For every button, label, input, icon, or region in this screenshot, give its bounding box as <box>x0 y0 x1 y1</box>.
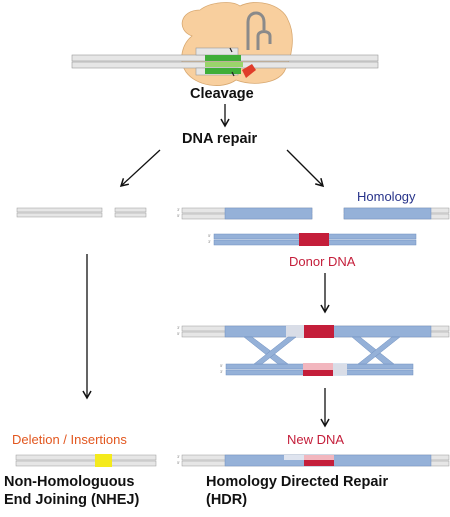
strand-label: 3' <box>177 325 180 330</box>
homology-label: Homology <box>357 189 416 204</box>
deletion-insertions-label: Deletion / Insertions <box>12 432 127 447</box>
nhej-title-line2: End Joining (NHEJ) <box>4 492 140 508</box>
strand-label: 3' <box>177 207 180 212</box>
hdr-crossover <box>181 325 450 376</box>
hdr-title-line1: Homology Directed Repair <box>206 474 389 490</box>
guide-rna-icon <box>246 11 272 50</box>
donor-dna <box>213 233 417 246</box>
hdr-broken-dna <box>181 207 450 220</box>
arrow-to-hdr <box>286 149 325 188</box>
strand-label: 5' <box>177 331 180 336</box>
strand-label: 5' <box>177 460 180 465</box>
strand-label: 5' <box>177 213 180 218</box>
hdr-title-line2: (HDR) <box>206 492 248 508</box>
strand-label: 5' <box>208 233 211 238</box>
hdr-result-dna <box>181 454 450 467</box>
nhej-title-line1: Non-Homologuous <box>4 474 135 490</box>
new-dna-label: New DNA <box>287 432 345 447</box>
donor-dna-label: Donor DNA <box>289 254 356 269</box>
strand-label: 5' <box>220 363 223 368</box>
target-dna <box>71 47 379 78</box>
cleavage-label: Cleavage <box>190 86 254 102</box>
insertion-mark <box>95 454 112 467</box>
arrow-to-nhej <box>119 149 161 188</box>
strand-label: 3' <box>208 239 211 244</box>
dna-repair-label: DNA repair <box>182 131 258 147</box>
nhej-broken-dna <box>16 207 147 218</box>
pam-site <box>242 64 256 78</box>
strand-label: 3' <box>177 454 180 459</box>
nhej-result-dna <box>15 454 157 467</box>
strand-label: 3' <box>220 369 223 374</box>
